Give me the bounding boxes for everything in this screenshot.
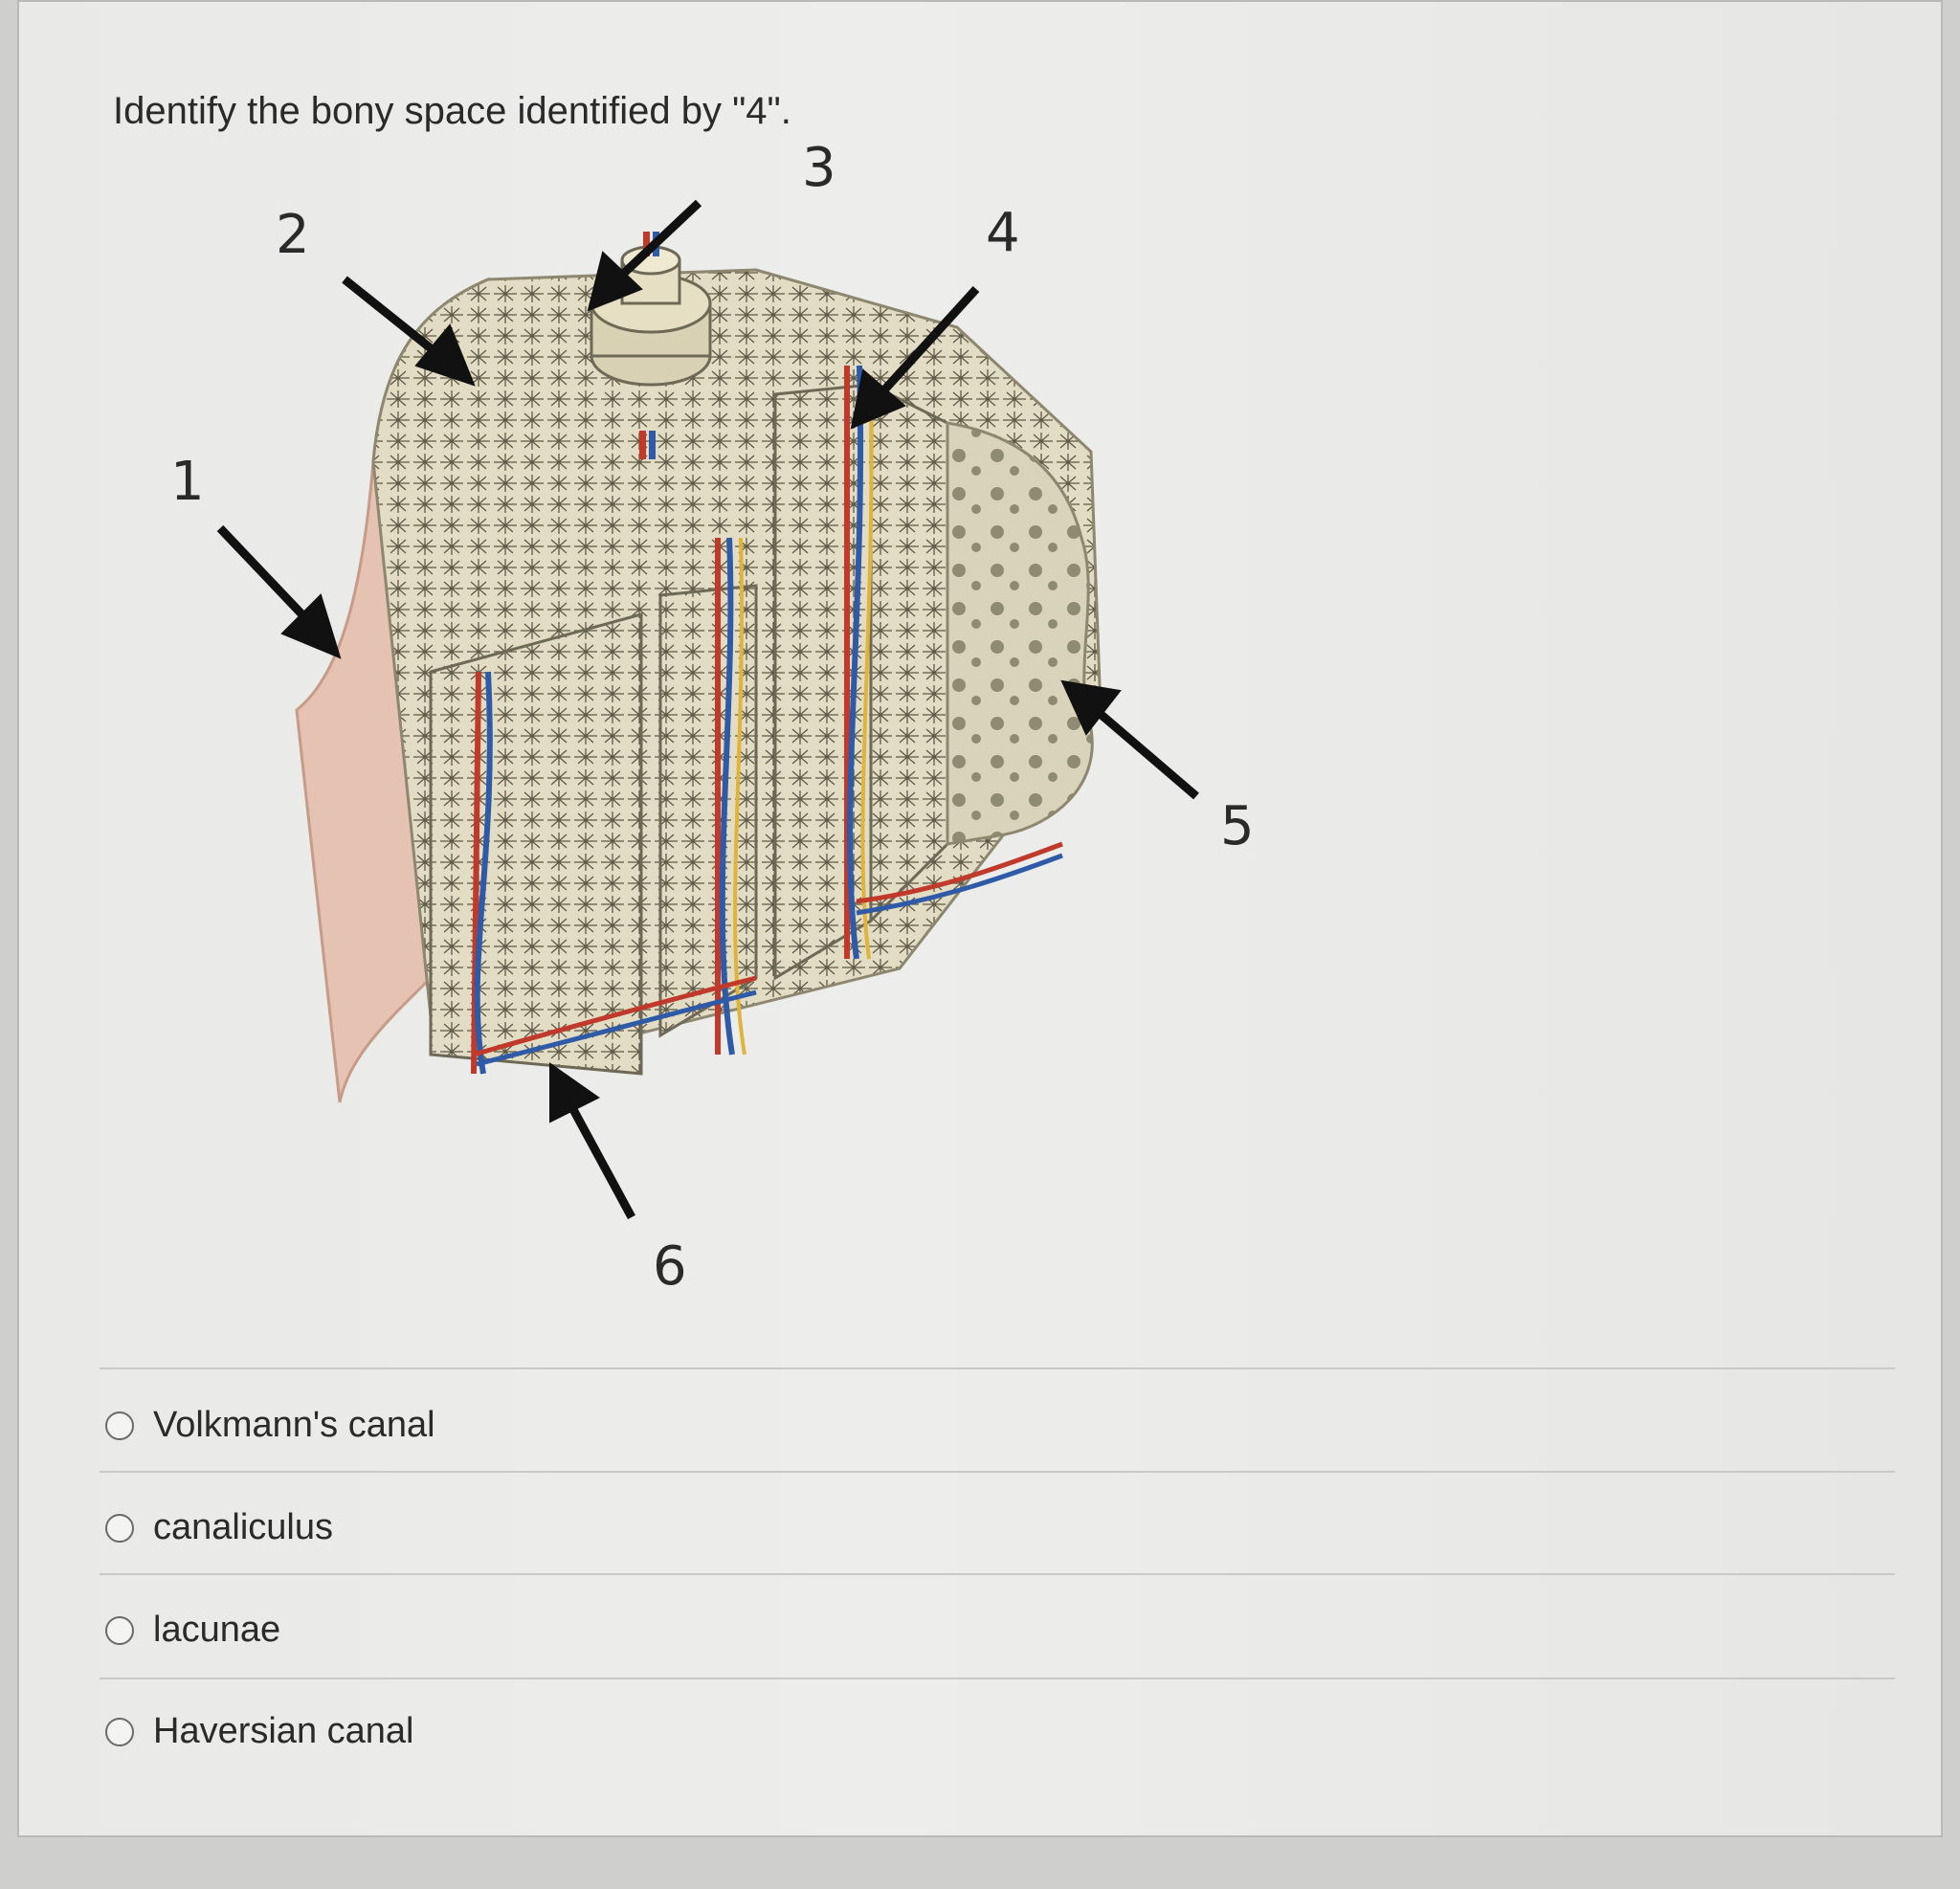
option-label: canaliculus: [153, 1507, 333, 1547]
option-divider: [100, 1471, 1895, 1473]
options-divider: [100, 1367, 1895, 1369]
arrow-2: [342, 276, 476, 387]
question-card: Identify the bony space identified by "4…: [17, 0, 1943, 1837]
vessel-blue: [474, 365, 864, 1075]
canal-opening-blue: [649, 431, 656, 459]
option-divider: [100, 1678, 1895, 1679]
label-3: 3: [802, 137, 836, 199]
bone-diagram-svg: 1 2 3 4 5 6: [170, 137, 1255, 1298]
label-1: 1: [170, 451, 205, 513]
spongy-bone: [946, 421, 1094, 846]
option-label: lacunae: [153, 1610, 281, 1650]
arrow-3: [587, 199, 702, 312]
arrow-4: [850, 285, 980, 430]
option-label: Haversian canal: [153, 1711, 414, 1751]
radio-button[interactable]: [105, 1411, 134, 1440]
radio-button[interactable]: [105, 1717, 134, 1746]
option-divider: [100, 1573, 1895, 1575]
central-vessel-red: [643, 232, 650, 256]
arrow-1: [216, 524, 342, 659]
option-label: Volkmann's canal: [153, 1405, 435, 1445]
label-4: 4: [986, 202, 1020, 264]
osteon-face-far: [869, 382, 949, 924]
vessel-horizontal: [473, 841, 1063, 1057]
label-2: 2: [276, 204, 310, 266]
radio-button[interactable]: [105, 1615, 134, 1645]
option-canaliculus[interactable]: canaliculus: [105, 1507, 333, 1548]
question-text: Identify the bony space identified by "4…: [113, 90, 791, 132]
vessel-horizontal-blue: [476, 853, 1063, 1067]
option-volkmanns-canal[interactable]: Volkmann's canal: [105, 1405, 435, 1446]
canal-opening-red: [639, 431, 646, 459]
bone-diagram: 1 2 3 4 5 6: [144, 136, 1292, 1303]
arrow-5: [1060, 679, 1199, 800]
option-lacunae[interactable]: lacunae: [105, 1610, 280, 1651]
label-6: 6: [653, 1235, 687, 1298]
option-haversian-canal[interactable]: Haversian canal: [105, 1711, 413, 1752]
arrow-6: [549, 1062, 635, 1220]
radio-button[interactable]: [105, 1513, 134, 1543]
osteon-face-left: [429, 612, 643, 1076]
label-5: 5: [1220, 795, 1255, 857]
